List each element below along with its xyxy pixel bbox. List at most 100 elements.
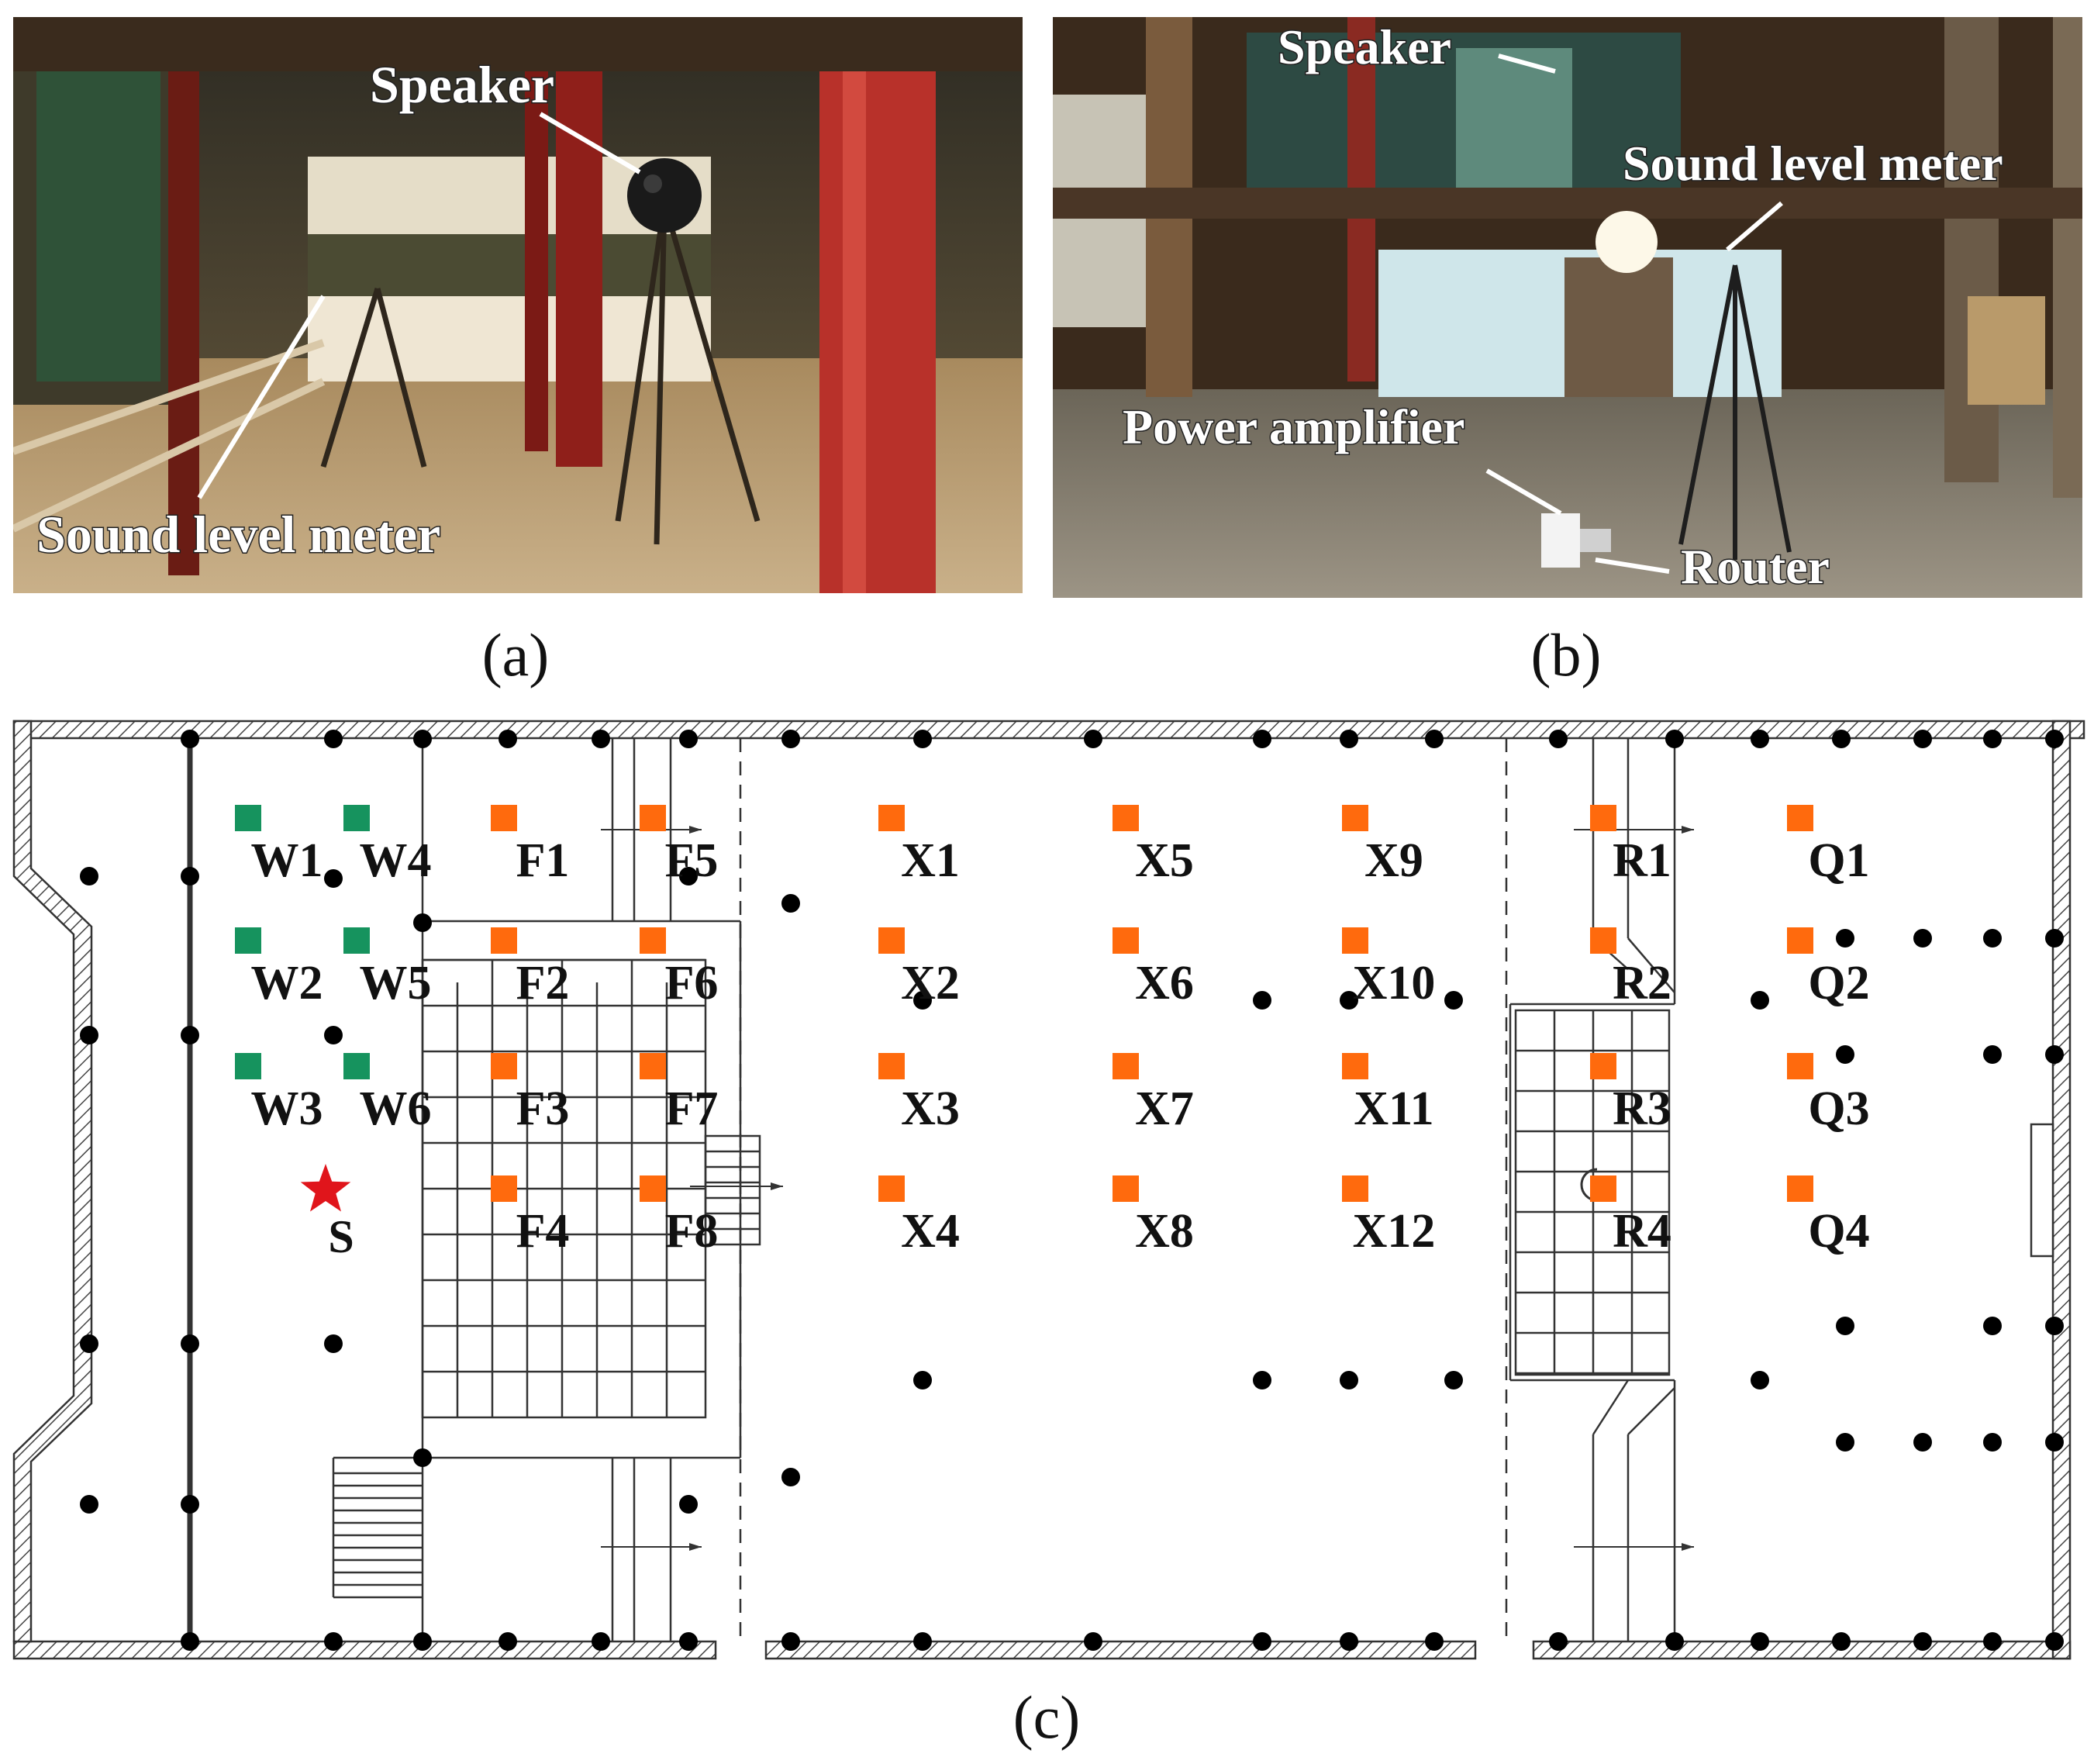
receiver-marker bbox=[640, 1053, 666, 1079]
plan-interior-lines bbox=[187, 738, 1694, 1641]
receiver-label: R1 bbox=[1613, 834, 1671, 887]
column-dot bbox=[80, 1495, 98, 1514]
column-dot bbox=[2045, 1045, 2064, 1064]
column-dot bbox=[2045, 1433, 2064, 1452]
plan-walls bbox=[12, 720, 2085, 1660]
caption-b: (b) bbox=[1530, 621, 1602, 689]
column-dot bbox=[413, 1632, 432, 1651]
column-dot bbox=[1425, 1632, 1444, 1651]
photo-b: Speaker Sound level meter Power amplifie… bbox=[1053, 17, 2082, 598]
column-dot bbox=[1253, 991, 1271, 1010]
receiver-label: F8 bbox=[665, 1205, 719, 1258]
receiver-label: X1 bbox=[901, 834, 960, 887]
column-dot bbox=[413, 1448, 432, 1467]
column-dot bbox=[1549, 730, 1568, 748]
receiver-label: W3 bbox=[251, 1082, 323, 1135]
column-dot bbox=[181, 1495, 199, 1514]
column-dot bbox=[1084, 1632, 1102, 1651]
receiver-label: F4 bbox=[516, 1205, 570, 1258]
column-dot bbox=[1983, 1317, 2002, 1335]
receiver-label: W5 bbox=[360, 957, 432, 1010]
column-dot bbox=[498, 1632, 517, 1651]
column-dot bbox=[80, 1026, 98, 1044]
receiver-marker bbox=[491, 927, 517, 954]
column-dot bbox=[913, 1632, 932, 1651]
receiver-label: F2 bbox=[516, 957, 570, 1010]
arrow-head-icon bbox=[1682, 826, 1694, 834]
sound-level-meter-label: Sound level meter bbox=[36, 505, 440, 564]
receiver-label: F7 bbox=[665, 1082, 719, 1135]
receiver-marker bbox=[640, 805, 666, 831]
column-dot bbox=[1913, 1632, 1932, 1651]
receiver-label: R4 bbox=[1613, 1205, 1671, 1258]
column-dot bbox=[498, 730, 517, 748]
receiver-marker bbox=[1787, 1175, 1813, 1202]
column-dot bbox=[781, 894, 800, 913]
receiver-label: X10 bbox=[1353, 957, 1436, 1010]
column-dot bbox=[1665, 730, 1684, 748]
receiver-label: X3 bbox=[901, 1082, 960, 1135]
receiver-label: F5 bbox=[665, 834, 719, 887]
plan-line bbox=[1627, 1387, 1675, 1435]
column-dot bbox=[913, 991, 932, 1010]
column-dot bbox=[1913, 730, 1932, 748]
source-label: S bbox=[328, 1211, 354, 1262]
receiver-marker bbox=[491, 1175, 517, 1202]
wall-segment bbox=[12, 720, 93, 1643]
receiver-marker bbox=[640, 1175, 666, 1202]
column-dot bbox=[781, 1632, 800, 1651]
column-dot bbox=[592, 1632, 610, 1651]
wall-segment bbox=[12, 1640, 717, 1660]
caption-c: (c) bbox=[1013, 1683, 1081, 1751]
receiver-marker bbox=[343, 927, 370, 954]
column-dot bbox=[1340, 730, 1358, 748]
receiver-label: R2 bbox=[1613, 957, 1671, 1010]
column-dot bbox=[781, 730, 800, 748]
receiver-marker bbox=[1113, 1175, 1139, 1202]
column-dot bbox=[324, 1026, 343, 1044]
receiver-label: W2 bbox=[251, 957, 323, 1010]
column-dot bbox=[1253, 1371, 1271, 1389]
receiver-label: Q4 bbox=[1808, 1205, 1869, 1258]
receiver-marker bbox=[640, 927, 666, 954]
speaker-label-b: Speaker bbox=[1278, 19, 1451, 74]
arrow-head-icon bbox=[1682, 1543, 1694, 1551]
plan-line bbox=[1592, 1379, 1630, 1435]
column-dot bbox=[1983, 730, 2002, 748]
receiver-label: W1 bbox=[251, 834, 323, 887]
receiver-marker bbox=[1787, 927, 1813, 954]
receiver-label: W6 bbox=[360, 1082, 432, 1135]
column-dot bbox=[1340, 1632, 1358, 1651]
column-dot bbox=[1836, 1433, 1854, 1452]
receiver-marker bbox=[878, 805, 905, 831]
column-dot bbox=[413, 730, 432, 748]
column-dot bbox=[1751, 1632, 1769, 1651]
column-dot bbox=[324, 1632, 343, 1651]
column-dot bbox=[679, 730, 698, 748]
receiver-marker bbox=[343, 805, 370, 831]
receiver-marker bbox=[491, 805, 517, 831]
power-amplifier-label: Power amplifier bbox=[1123, 399, 1464, 454]
receiver-marker bbox=[878, 1053, 905, 1079]
wall-segment bbox=[2051, 720, 2072, 1660]
router-label: Router bbox=[1681, 539, 1830, 594]
column-dot bbox=[1983, 1045, 2002, 1064]
receiver-marker bbox=[235, 927, 261, 954]
column-dot bbox=[2045, 730, 2064, 748]
column-dot bbox=[1549, 1632, 1568, 1651]
receiver-label: F3 bbox=[516, 1082, 570, 1135]
receiver-label: X11 bbox=[1354, 1082, 1433, 1135]
receiver-marker bbox=[1787, 805, 1813, 831]
receiver-marker bbox=[1113, 1053, 1139, 1079]
receiver-label: R3 bbox=[1613, 1082, 1671, 1135]
column-dot bbox=[2045, 929, 2064, 948]
column-dot bbox=[1751, 991, 1769, 1010]
receiver-marker bbox=[1342, 1053, 1368, 1079]
column-dot bbox=[80, 867, 98, 885]
receiver-label: X2 bbox=[901, 957, 960, 1010]
column-dot bbox=[1913, 929, 1932, 948]
column-dot bbox=[324, 1334, 343, 1353]
column-dot bbox=[1444, 1371, 1463, 1389]
receiver-label: F1 bbox=[516, 834, 570, 887]
